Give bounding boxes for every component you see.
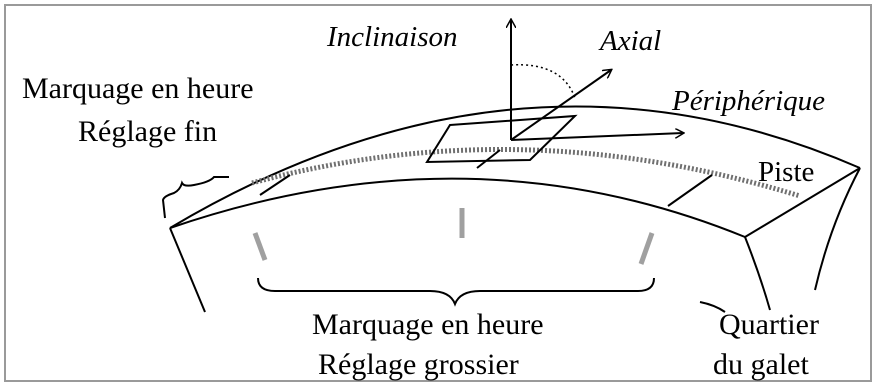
peripheral-axis (510, 133, 683, 141)
fine-marking-line2: Réglage fin (78, 115, 217, 148)
measurement-plane (425, 114, 578, 164)
inclination-label: Inclinaison (326, 21, 458, 53)
coarse-marks (252, 208, 655, 265)
coarse-marking-line2: Réglage grossier (318, 348, 519, 381)
roller-quarter-line2: du galet (713, 348, 809, 381)
coarse-marking-line1: Marquage en heure (312, 308, 544, 341)
coarse-marking-brace (257, 277, 655, 307)
roller-quarter-line1: Quartier (719, 308, 819, 341)
track-label: Piste (758, 156, 814, 188)
right-lower-edge-b (814, 167, 861, 291)
inner-edge (169, 177, 746, 238)
fine-marking-line1: Marquage en heure (22, 72, 254, 105)
peripheral-label: Périphérique (671, 85, 825, 117)
left-side-edge (169, 227, 206, 313)
axial-axis (510, 70, 611, 141)
track-dotted-line (251, 146, 801, 199)
outer-edge (169, 105, 861, 229)
right-quarter-edge (699, 301, 726, 313)
roller-quarter-body (169, 105, 861, 313)
right-lower-edge-a (744, 236, 771, 311)
right-face-top-edge (744, 167, 861, 238)
fine-marks (259, 149, 713, 207)
diagram-frame (4, 4, 872, 382)
axes (510, 20, 683, 141)
axial-label: Axial (598, 25, 661, 57)
inclination-angle-arc (510, 64, 576, 99)
fine-marking-brace (161, 176, 229, 219)
